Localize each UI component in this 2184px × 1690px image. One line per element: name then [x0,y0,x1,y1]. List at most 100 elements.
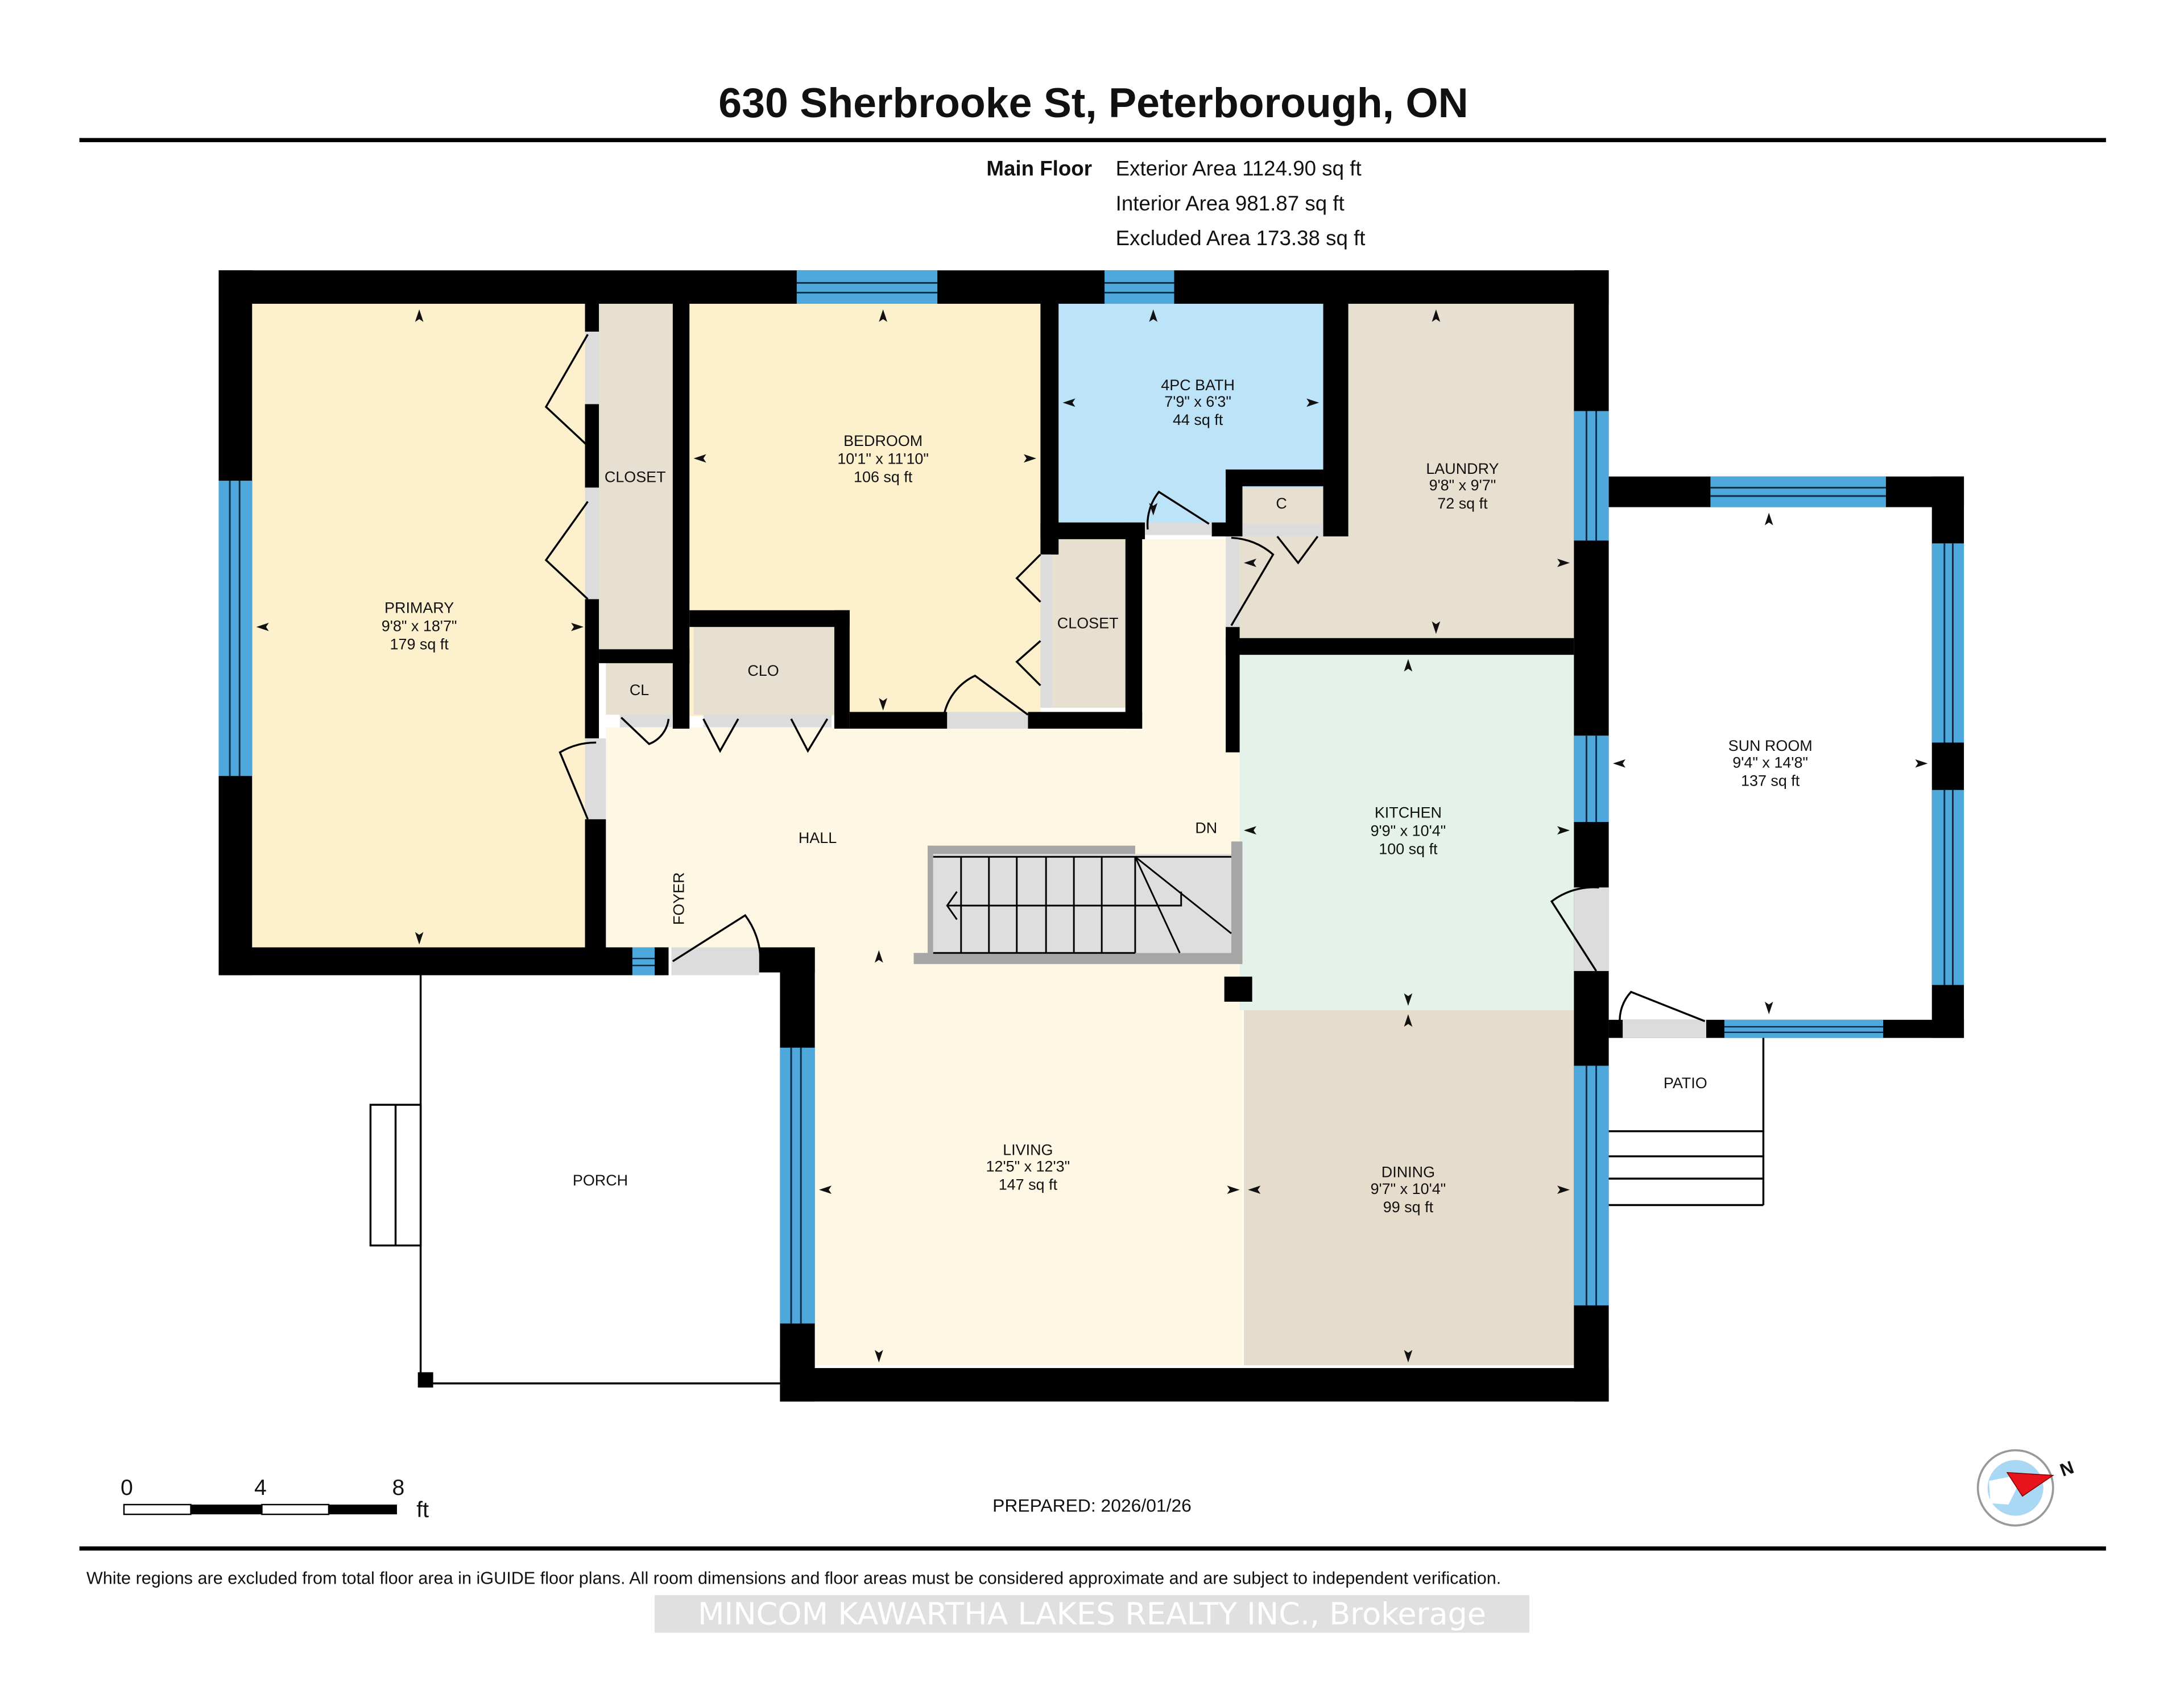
svg-text:4PC BATH: 4PC BATH [1161,377,1235,394]
bedroom-door[interactable] [943,674,1029,716]
kitchen-sunroom-door[interactable] [1550,886,1599,972]
room-label-foyer: FOYER [670,872,687,925]
svg-text:179 sq ft: 179 sq ft [390,635,449,652]
doors [544,332,1706,1038]
laundry-room [1348,304,1574,638]
kitchen-room [1239,655,1574,1010]
svg-text:KITCHEN: KITCHEN [1375,804,1442,821]
watermark-band [655,1595,1529,1633]
room-label-patio: PATIO [1664,1075,1707,1092]
room-label-dining: DINING 9'7" x 10'4" 99 sq ft [1371,1164,1446,1216]
room-fills [252,304,1574,1366]
closet-bifold-door[interactable] [1015,553,1041,603]
window [780,1047,815,1324]
primary-door[interactable] [559,741,597,820]
svg-text:9'7" x 10'4": 9'7" x 10'4" [1371,1180,1446,1197]
closet-cl [606,663,673,715]
scale-bar: 0 4 8 ft [121,1476,429,1522]
compass-north-label: N [2057,1457,2077,1481]
exterior-outlines [369,975,1765,1385]
closet-bifold-door[interactable] [544,501,589,600]
window [1931,790,1964,985]
window [632,947,655,976]
room-label-bedroom: BEDROOM 10'1" x 11'10" 106 sq ft [837,432,929,486]
svg-text:9'9" x 10'4": 9'9" x 10'4" [1371,823,1446,840]
laundry-annex [1239,536,1351,638]
room-label-bath: 4PC BATH 7'9" x 6'3" 44 sq ft [1161,377,1235,428]
page-title: 630 Sherbrooke St, Peterborough, ON [718,79,1468,126]
window [1574,735,1609,823]
room-label-kitchen: KITCHEN 9'9" x 10'4" 100 sq ft [1371,804,1446,858]
svg-text:72 sq ft: 72 sq ft [1437,495,1488,512]
svg-text:0: 0 [121,1476,133,1500]
window [218,481,253,776]
svg-text:PRIMARY: PRIMARY [384,600,454,617]
windows [218,270,1964,1324]
svg-text:99 sq ft: 99 sq ft [1383,1199,1434,1216]
header-divider [79,138,2106,142]
svg-text:44 sq ft: 44 sq ft [1173,411,1223,428]
svg-text:LAUNDRY: LAUNDRY [1426,460,1499,477]
svg-text:7'9" x 6'3": 7'9" x 6'3" [1164,393,1231,410]
brokerage-watermark: MINCOM KAWARTHA LAKES REALTY INC., Broke… [698,1596,1486,1632]
svg-text:137 sq ft: 137 sq ft [1741,772,1800,789]
exterior-area: Exterior Area 1124.90 sq ft [1116,157,1362,180]
svg-text:8: 8 [392,1476,405,1500]
closet-clo [693,625,834,715]
closet-bifold-door[interactable] [1015,640,1041,687]
laundry-door[interactable] [1230,536,1275,626]
room-label-closet: CLOSET [605,468,666,485]
window [1724,1019,1884,1038]
window [796,270,938,304]
room-label-clo: CLO [747,662,779,679]
closet-c [1239,487,1323,524]
room-label-closet: CLOSET [1057,615,1119,632]
interior-area: Interior Area 981.87 sq ft [1116,192,1345,215]
room-label-cl: CL [630,681,649,699]
dining-room [1243,1010,1574,1366]
window [1710,476,1886,507]
room-label-porch: PORCH [573,1172,628,1189]
window [1574,1065,1609,1305]
svg-text:147 sq ft: 147 sq ft [999,1176,1058,1193]
svg-text:DINING: DINING [1381,1164,1435,1181]
svg-text:106 sq ft: 106 sq ft [854,468,913,485]
closet-bifold-door[interactable] [544,334,589,447]
svg-text:LIVING: LIVING [1003,1141,1053,1158]
room-label-primary: PRIMARY 9'8" x 18'7" 179 sq ft [382,600,457,653]
svg-text:9'8" x 9'7": 9'8" x 9'7" [1429,477,1496,494]
svg-text:4: 4 [254,1476,267,1500]
compass-icon: N [1976,1449,2077,1527]
svg-text:BEDROOM: BEDROOM [843,432,923,449]
stairs[interactable]: DN [913,820,1243,964]
cl-door[interactable] [621,717,670,745]
disclaimer-text: White regions are excluded from total fl… [86,1569,1501,1588]
clo-bifold-door[interactable] [790,718,829,753]
clo-bifold-door[interactable] [702,718,739,753]
c-closet-door[interactable] [1276,535,1319,565]
svg-text:9'4" x 14'8": 9'4" x 14'8" [1732,754,1808,771]
dimension-arrows [256,309,1928,1363]
excluded-area: Excluded Area 173.38 sq ft [1116,226,1366,250]
room-label-c: C [1276,495,1287,512]
hall-living-area [606,539,1243,1366]
room-labels: PRIMARY 9'8" x 18'7" 179 sq ft BEDROOM 1… [382,377,1813,1216]
scale-unit: ft [416,1498,429,1522]
room-label-hall: HALL [799,829,837,846]
window [1574,411,1609,541]
window [1105,270,1174,304]
svg-text:10'1" x 11'10": 10'1" x 11'10" [837,451,929,468]
floor-label: Main Floor [986,157,1092,180]
bath-door[interactable] [1146,490,1210,530]
stairs-down-label: DN [1195,820,1217,837]
room-label-sunroom: SUN ROOM 9'4" x 14'8" 137 sq ft [1728,737,1813,789]
prepared-date: PREPARED: 2026/01/26 [992,1495,1192,1515]
patio-door[interactable] [1619,990,1706,1024]
closet-primary [599,304,673,650]
room-label-living: LIVING 12'5" x 12'3" 147 sq ft [986,1141,1070,1193]
front-door[interactable] [672,914,762,962]
primary-room [252,304,589,949]
svg-text:100 sq ft: 100 sq ft [1379,840,1438,857]
